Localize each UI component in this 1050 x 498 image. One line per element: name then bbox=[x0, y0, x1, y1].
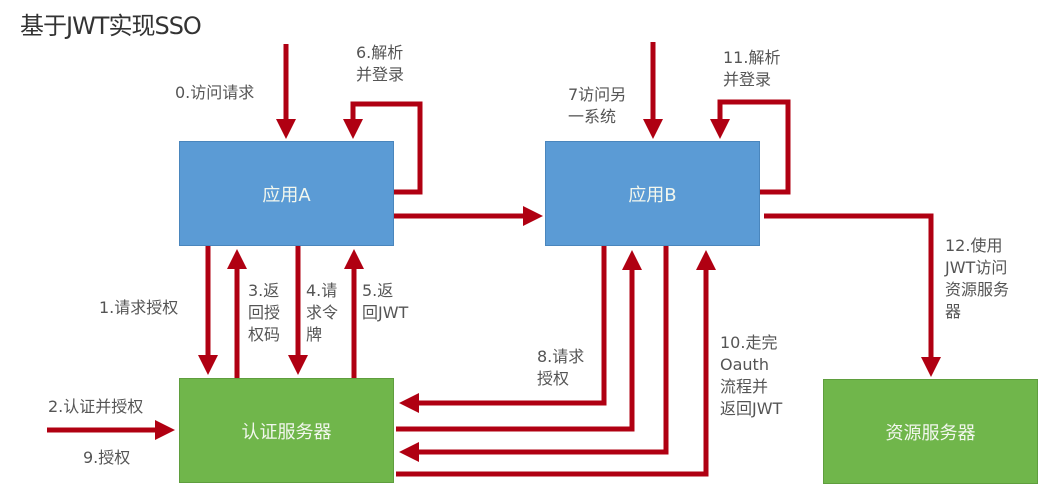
arrow-step-11 bbox=[710, 99, 791, 195]
node-app-b: 应用B bbox=[545, 141, 760, 246]
step-label-3: 3.返 回授 权码 bbox=[248, 281, 281, 344]
node-resource-server-label: 资源服务器 bbox=[885, 422, 976, 444]
step-label-12: 12.使用 JWT访问 资源服务 器 bbox=[945, 236, 1010, 321]
node-app-a: 应用A bbox=[179, 141, 394, 246]
arrow-b-to-auth bbox=[399, 246, 669, 462]
arrow-step-8 bbox=[399, 246, 607, 413]
arrow-step-10 bbox=[396, 250, 716, 477]
step-label-9: 9.授权 bbox=[83, 448, 131, 467]
node-resource-server: 资源服务器 bbox=[823, 379, 1038, 484]
step-label-4: 4.请 求令 牌 bbox=[306, 281, 339, 344]
node-auth-server: 认证服务器 bbox=[179, 378, 394, 483]
node-app-b-label: 应用B bbox=[628, 184, 677, 206]
step-label-2: 2.认证并授权 bbox=[48, 397, 144, 416]
step-label-10: 10.走完 Oauth 流程并 返回JWT bbox=[720, 333, 783, 418]
step-label-5: 5.返 回JWT bbox=[362, 281, 409, 322]
step-label-7: 7访问另 一系统 bbox=[568, 85, 627, 126]
arrow-auth-to-b-1 bbox=[396, 250, 642, 432]
step-label-1: 1.请求授权 bbox=[99, 298, 179, 317]
diagram-title: 基于JWT实现SSO bbox=[20, 12, 202, 40]
arrow-step-12 bbox=[764, 213, 941, 377]
step-label-0: 0.访问请求 bbox=[175, 83, 255, 102]
step-label-6: 6.解析 并登录 bbox=[356, 43, 405, 84]
step-label-11: 11.解析 并登录 bbox=[723, 48, 781, 89]
step-label-8: 8.请求 授权 bbox=[537, 347, 585, 388]
node-auth-server-label: 认证服务器 bbox=[241, 421, 332, 443]
arrow-step-6 bbox=[343, 101, 423, 195]
node-app-a-label: 应用A bbox=[262, 184, 311, 206]
